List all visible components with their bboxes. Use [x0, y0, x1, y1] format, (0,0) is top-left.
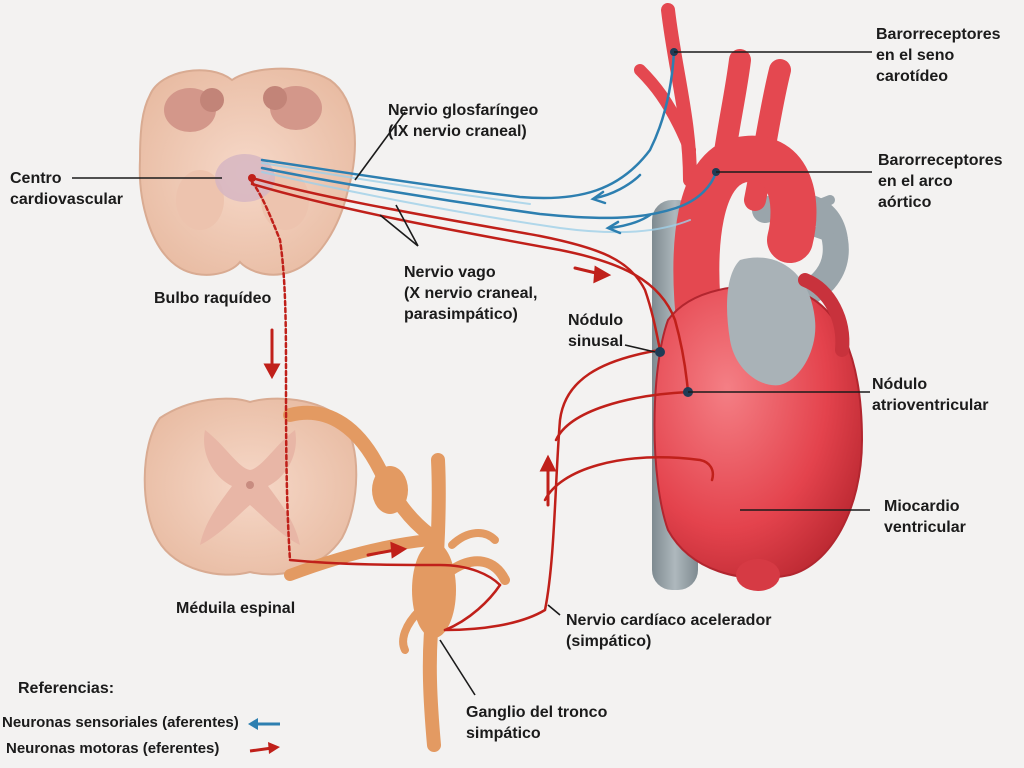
spinal-cord-section [143, 397, 358, 576]
sinus-node-dot [655, 347, 665, 357]
label-sinus-node: Nódulo sinusal [568, 312, 624, 350]
accelerator-to-av [554, 390, 690, 442]
legend-arrows [248, 718, 280, 754]
accelerator-to-ventricle [543, 456, 715, 502]
legend-sensory-label: Neuronas sensoriales (aferentes) [2, 714, 239, 731]
motor-legend-arrow [249, 746, 273, 753]
afferent-arrow-1 [593, 173, 642, 200]
label-sympathetic-ganglion: Ganglio del tronco simpático [466, 704, 608, 742]
ventral-root [284, 534, 436, 581]
vagal-afferent [260, 166, 718, 220]
spinal-descending-tract [250, 180, 292, 562]
label-av-node: Nódulo atrioventricular [872, 376, 989, 414]
motor-arrows [263, 265, 612, 559]
legend-title: Referencias: [18, 680, 115, 697]
label-vagus-nerve: Nervio vago (X nervio craneal, parasimpá… [404, 264, 538, 323]
spinal-nerve-root [283, 405, 437, 542]
label-carotid-baroreceptors: Barorreceptores en el seno carotídeo [876, 26, 1001, 85]
preganglionic-arrow [366, 548, 397, 557]
vagus-efferent [250, 176, 662, 352]
medulla-oblongata-section [138, 67, 356, 276]
heart [634, 3, 864, 591]
label-cardiovascular-center: Centro cardiovascular [10, 170, 123, 208]
cardiovascular-center-spot [215, 154, 275, 202]
label-medulla-oblongata: Bulbo raquídeo [154, 290, 272, 307]
carotid-artery [661, 3, 697, 187]
afferent-arrow-2 [608, 213, 652, 230]
label-aortic-baroreceptors: Barorreceptores en el arco aórtico [878, 152, 1003, 211]
legend-motor-label: Neuronas motoras (eferentes) [6, 740, 220, 757]
accelerator-to-sinus [443, 348, 662, 632]
dorsal-root-ganglion [372, 466, 408, 514]
pulmonary-artery [727, 257, 816, 386]
label-glossopharyngeal-nerve: Nervio glosfaríngeo (IX nervio craneal) [388, 102, 539, 140]
label-ventricular-myocardium: Miocardio ventricular [884, 498, 966, 536]
glossopharyngeal-afferent [260, 50, 676, 200]
label-spinal-cord: Méduila espinal [176, 600, 296, 617]
leader-lines [72, 51, 872, 696]
preganglionic-fiber [288, 558, 502, 587]
sensory-pathways [260, 48, 720, 235]
motor-pathways [248, 174, 715, 632]
aortic-arch [673, 135, 817, 353]
label-cardiac-accelerator-nerve: Nervio cardíaco acelerador (simpático) [566, 612, 772, 650]
